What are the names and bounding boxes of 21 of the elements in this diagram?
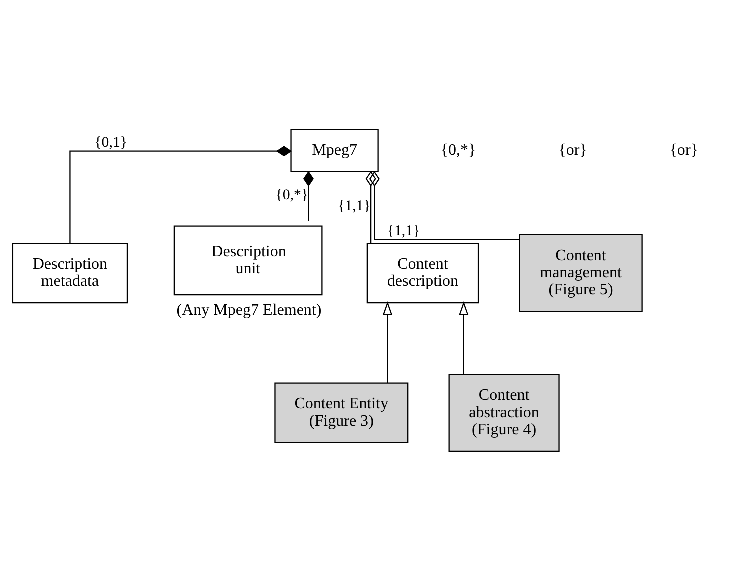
- node-box: Description unit: [174, 226, 323, 296]
- edge-label: {0,1}: [94, 135, 128, 152]
- node-box: Content abstraction (Figure 4): [448, 374, 560, 452]
- node-box: Content Entity (Figure 3): [274, 382, 409, 444]
- connector: [303, 171, 314, 222]
- connector: [70, 146, 292, 244]
- node-box: Content management (Figure 5): [519, 234, 643, 312]
- edge-label: {1,1}: [338, 198, 371, 215]
- label: {or}: [558, 142, 588, 160]
- arrow: [382, 302, 393, 384]
- node-box: Content description: [366, 242, 480, 304]
- arrow: [459, 302, 469, 375]
- edge-label: {1,1}: [387, 223, 420, 240]
- connector: [366, 171, 376, 244]
- connector: [369, 171, 520, 240]
- node-box: Description metadata: [12, 242, 128, 304]
- edge-label: {0,*}: [276, 187, 309, 204]
- node-label: (Any Mpeg7 Element): [176, 302, 322, 319]
- label: {0,*}: [440, 142, 476, 160]
- node-box: Mpeg7: [290, 129, 379, 173]
- label: {or}: [670, 142, 698, 160]
